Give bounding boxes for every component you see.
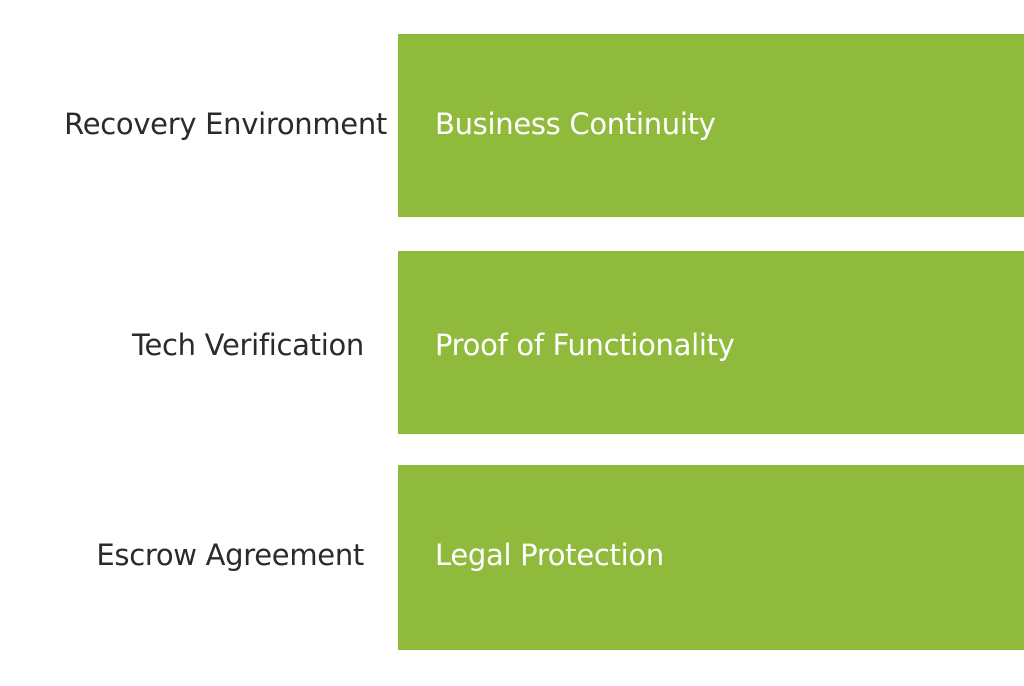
row-label-tech-verification: Tech Verification bbox=[131, 328, 364, 362]
box-legal-protection: Legal Protection bbox=[398, 465, 1024, 650]
box-label: Proof of Functionality bbox=[435, 328, 735, 362]
box-proof-of-functionality: Proof of Functionality bbox=[398, 251, 1024, 434]
box-label: Business Continuity bbox=[435, 107, 716, 141]
box-label: Legal Protection bbox=[435, 538, 664, 572]
row-label-escrow-agreement: Escrow Agreement bbox=[96, 538, 364, 572]
box-business-continuity: Business Continuity bbox=[398, 34, 1024, 217]
row-label-recovery-environment: Recovery Environment bbox=[64, 107, 387, 141]
